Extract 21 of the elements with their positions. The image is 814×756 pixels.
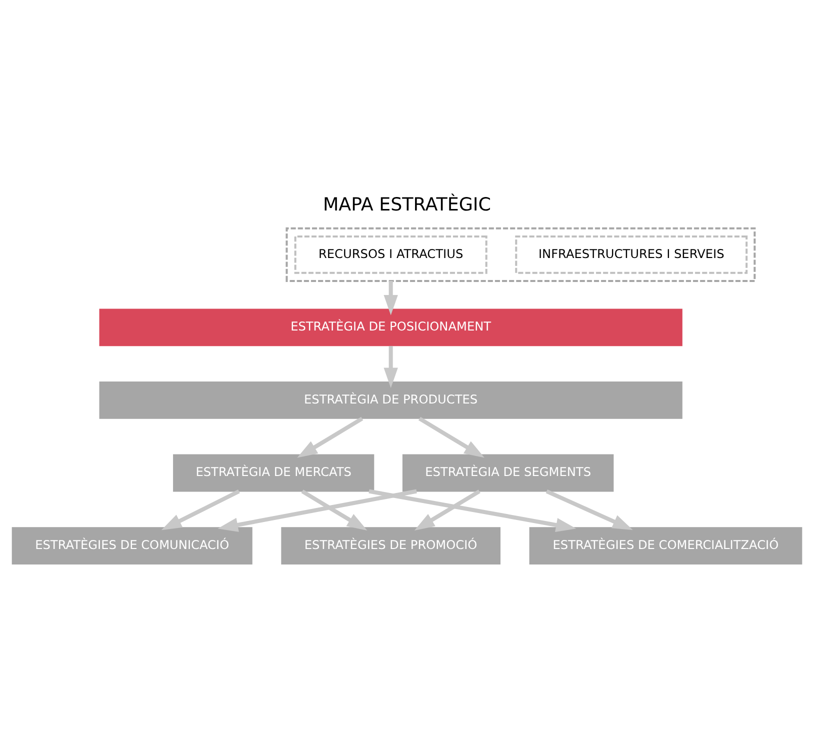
arrow <box>161 490 240 530</box>
node-box: ESTRATÈGIA DE POSICIONAMENT <box>99 308 682 346</box>
node-box: ESTRATÈGIA DE MERCATS <box>173 454 374 492</box>
node-box: INFRAESTRUCTURES I SERVEIS <box>515 236 748 274</box>
arrow <box>297 416 364 458</box>
node-box: ESTRATÈGIA DE PRODUCTES <box>99 382 682 419</box>
arrow <box>218 489 417 532</box>
arrow <box>418 416 484 458</box>
node-box: ESTRATÈGIES DE COMUNICACIÓ <box>12 527 252 564</box>
diagram-title: MAPA ESTRATÈGIC <box>323 194 491 216</box>
cluster <box>286 227 756 282</box>
node-box: RECURSOS I ATRACTIUS <box>294 236 488 274</box>
arrow <box>414 490 480 531</box>
arrow <box>546 489 633 530</box>
arrow <box>384 280 398 316</box>
node-box: ESTRATÈGIA DE SEGMENTS <box>402 454 614 492</box>
arrow <box>368 489 576 532</box>
node-box: ESTRATÈGIES DE COMERCIALITZACIÓ <box>529 527 802 564</box>
arrow <box>384 346 398 388</box>
arrow <box>301 490 368 531</box>
node-box: ESTRATÈGIES DE PROMOCIÓ <box>281 527 500 564</box>
